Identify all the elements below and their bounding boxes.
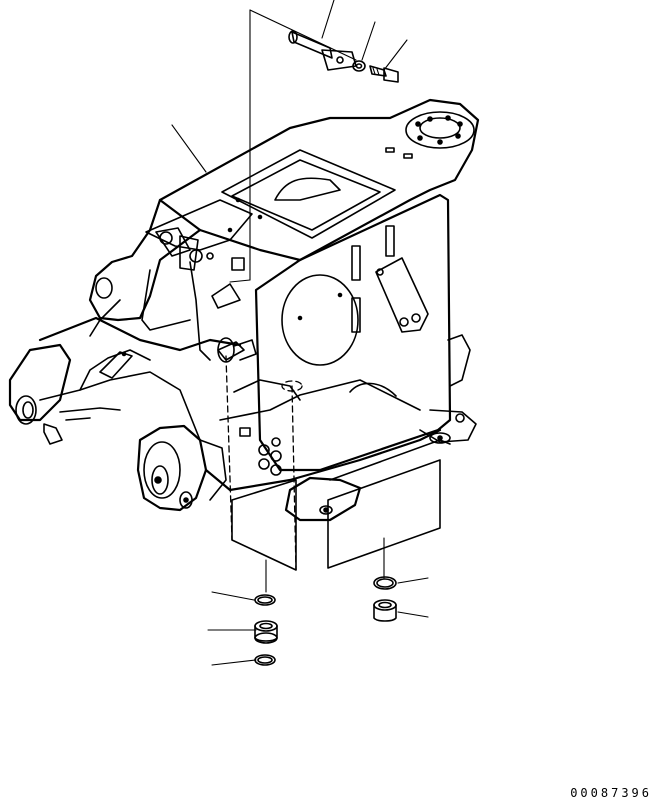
leader-line-pin [321,0,335,39]
leader-line-bolt [383,39,408,71]
o-ring-upper-left [254,594,276,606]
o-ring-right [373,576,397,590]
washer-part [352,60,366,72]
bushing-left [254,620,278,644]
leader-line-washer [361,21,376,61]
leader-line-o-ring-lower-left [211,659,257,666]
bolt-part [369,65,399,83]
leader-line-rear-frame [171,124,207,173]
bushing-right [373,599,397,622]
leader-lines [171,0,429,666]
leader-line-o-ring-right [397,577,429,584]
leader-line-bushing-right [397,611,429,618]
document-id: 00087396 [570,786,652,800]
center-lines [225,355,385,593]
leader-line-o-ring-upper-left [211,591,255,601]
o-ring-lower-left [254,654,276,666]
rear-frame [8,98,480,571]
